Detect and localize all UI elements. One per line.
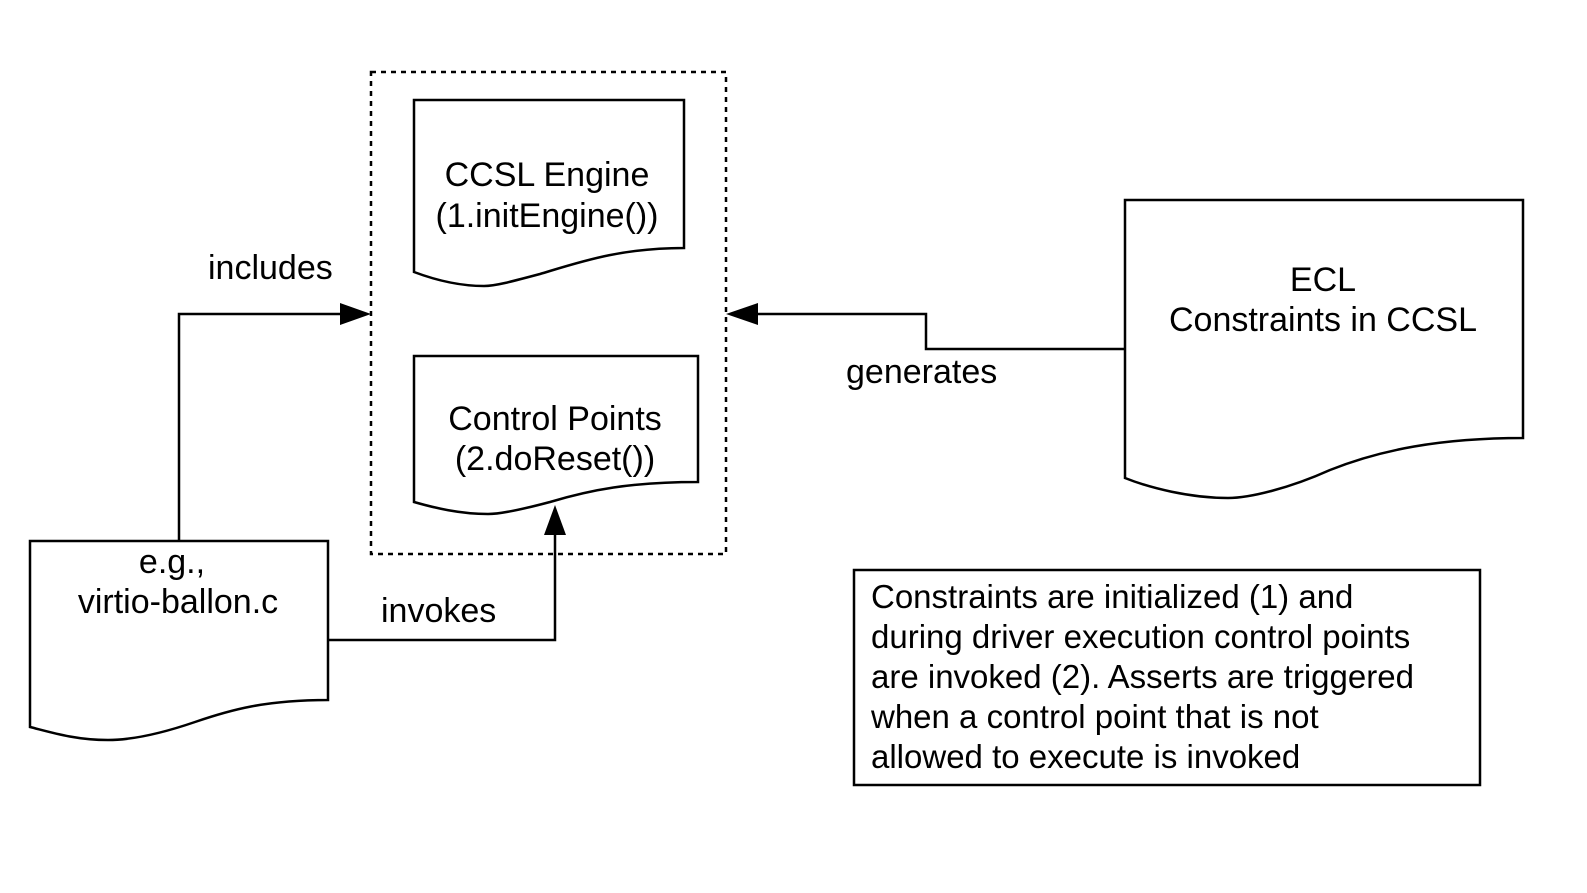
control-points-document-shape [412,354,700,516]
includes-connector [177,312,342,541]
ccsl-engine-document-shape [412,98,686,288]
note-text: Constraints are initialized (1) and duri… [871,578,1414,775]
control-points-title: Control Points [448,400,662,438]
includes-arrowhead [340,303,371,325]
driver-example-label: e.g., [138,543,206,581]
ecl-subtitle: Constraints in CCSL [1168,301,1478,339]
invokes-edge-label: invokes [381,592,497,630]
ecl-title: ECL [1289,261,1357,299]
control-points-call: (2.doReset()) [454,440,656,478]
invokes-connector [328,535,557,642]
generates-edge-label: generates [846,353,998,391]
ccsl-engine-call: (1.initEngine()) [435,197,659,235]
driver-filename: virtio-ballon.c [77,583,279,621]
runtime-group-border [369,70,728,556]
generates-arrowhead [726,303,758,325]
ecl-document-shape [1123,198,1525,500]
ccsl-engine-title: CCSL Engine [444,156,650,194]
driver-document-shape [28,539,330,742]
invokes-arrowhead [544,505,566,535]
includes-edge-label: includes [208,249,333,287]
generates-connector [756,312,1125,351]
note-box [852,568,1482,787]
